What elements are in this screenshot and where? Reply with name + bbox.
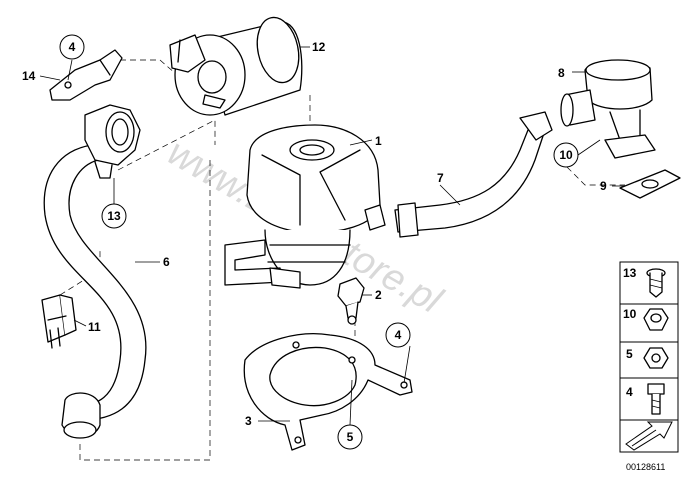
callout-9: 9 [600,179,607,193]
grommet [337,277,365,325]
electric-connector [41,294,77,349]
secondary-air-pump [224,124,386,289]
svg-text:13: 13 [107,209,121,223]
bracket-clip [49,49,123,101]
circled-callout-5: 5 [337,424,363,450]
legend-label-10: 10 [623,307,637,321]
air-filter [169,16,303,116]
circled-callout-4-bracket: 4 [385,322,411,348]
screw-washer-icon [646,268,666,298]
diagram-reference-number: 00128611 [626,462,665,472]
leader-lines [39,46,625,426]
legend-label-4: 4 [626,385,633,399]
gasket [619,169,681,199]
callout-11: 11 [88,320,101,334]
svg-text:5: 5 [347,430,354,444]
pump-bracket [243,333,413,451]
hex-nut-icon [643,347,669,369]
svg-text:4: 4 [395,328,402,342]
hardware-legend: 13 10 5 4 [619,261,679,453]
callout-8: 8 [558,66,565,80]
legend-label-13: 13 [623,266,637,280]
air-hose [394,111,553,238]
callout-3: 3 [245,414,252,428]
circled-callout-10: 10 [553,142,579,168]
orientation-arrow-icon [625,421,673,451]
callout-6: 6 [163,255,170,269]
secondary-air-valve [560,59,656,159]
circled-callout-13: 13 [101,203,127,229]
callout-1: 1 [375,134,382,148]
callout-12: 12 [312,40,326,54]
hex-bolt-icon [647,383,665,415]
callout-7: 7 [437,171,444,185]
circled-callout-4-top: 4 [59,34,85,60]
callout-14: 14 [22,69,36,83]
svg-text:10: 10 [559,148,573,162]
nyloc-nut-icon [643,308,669,331]
legend-label-5: 5 [626,347,633,361]
secondary-air-hose [43,104,147,439]
svg-text:4: 4 [69,40,76,54]
callout-2: 2 [375,288,382,302]
